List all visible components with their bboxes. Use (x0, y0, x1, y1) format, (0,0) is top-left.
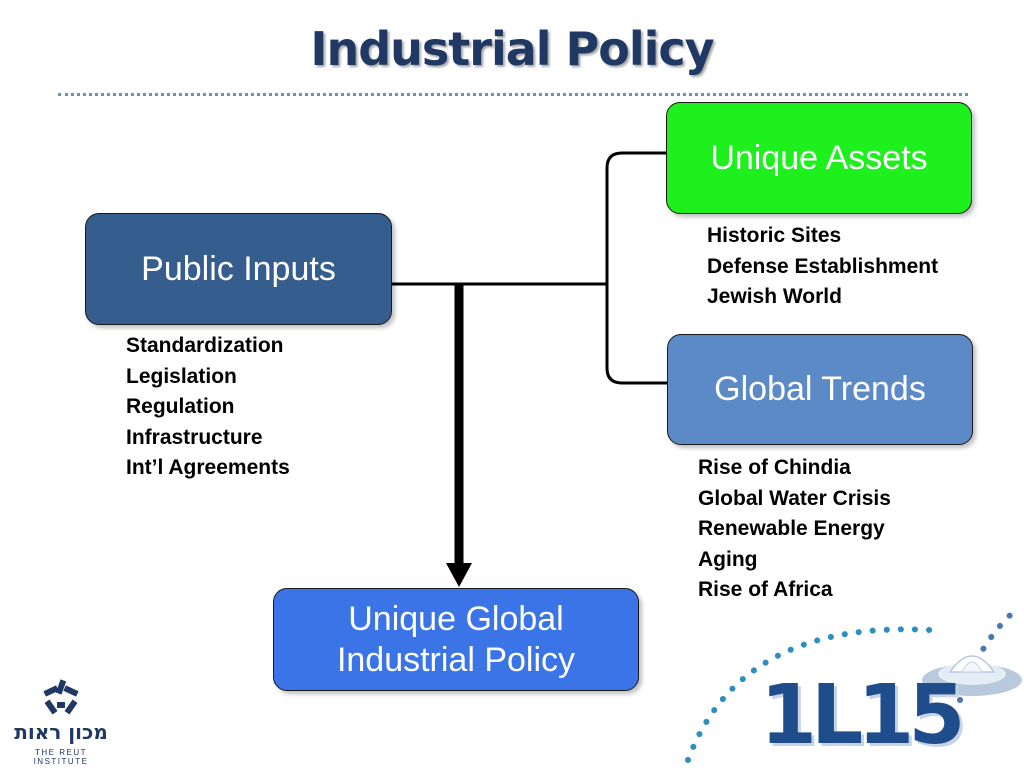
list-item: Rise of Chindia (698, 456, 851, 479)
list-item: Legislation (126, 364, 237, 388)
reut-institute-logo: מכון ראות THE REUT INSTITUTE (6, 678, 116, 766)
unique-policy-box: Unique Global Industrial Policy (273, 588, 639, 691)
list-item: Aging (698, 547, 758, 571)
unique-policy-line2: Industrial Policy (336, 640, 576, 679)
list-item: Standardization (126, 334, 284, 357)
unique-assets-label: Unique Assets (710, 138, 928, 177)
arrow-head (446, 563, 472, 587)
unique-policy-label: Unique Global Industrial Policy (337, 599, 575, 681)
global-trends-list: Rise of Chindia Global Water Crisis Rene… (698, 453, 891, 606)
global-trends-label: Global Trends (714, 370, 926, 409)
unique-assets-list: Historic Sites Defense Establishment Jew… (707, 221, 938, 313)
list-item: Rise of Africa (698, 578, 833, 601)
global-trends-box: Global Trends (667, 334, 973, 445)
list-item: Defense Establishment (707, 254, 939, 278)
list-item: Jewish World (707, 285, 842, 308)
unique-policy-line1: Unique Global (348, 599, 564, 638)
list-item: Global Water Crisis (698, 486, 891, 510)
brand-logo-text: 1L15 (760, 668, 965, 763)
public-inputs-box: Public Inputs (85, 213, 392, 325)
list-item: Renewable Energy (698, 517, 885, 540)
reut-hebrew-name: מכון ראות (14, 720, 108, 744)
unique-assets-box: Unique Assets (666, 102, 972, 214)
public-inputs-list: Standardization Legislation Regulation I… (126, 331, 290, 484)
list-item: Regulation (126, 395, 235, 418)
page-title: Industrial Policy (310, 22, 714, 76)
bracket-connector (605, 151, 667, 385)
title-dotted-rule (58, 93, 968, 96)
reut-star-icon (43, 679, 79, 715)
list-item: Historic Sites (707, 224, 842, 247)
reut-english-name: THE REUT INSTITUTE (33, 748, 89, 766)
list-item: Infrastructure (126, 425, 263, 449)
lotus-flower-icon (922, 655, 1022, 696)
public-inputs-label: Public Inputs (141, 249, 336, 288)
list-item: Int’l Agreements (126, 456, 290, 479)
dotted-arc-decoration (685, 605, 1022, 763)
